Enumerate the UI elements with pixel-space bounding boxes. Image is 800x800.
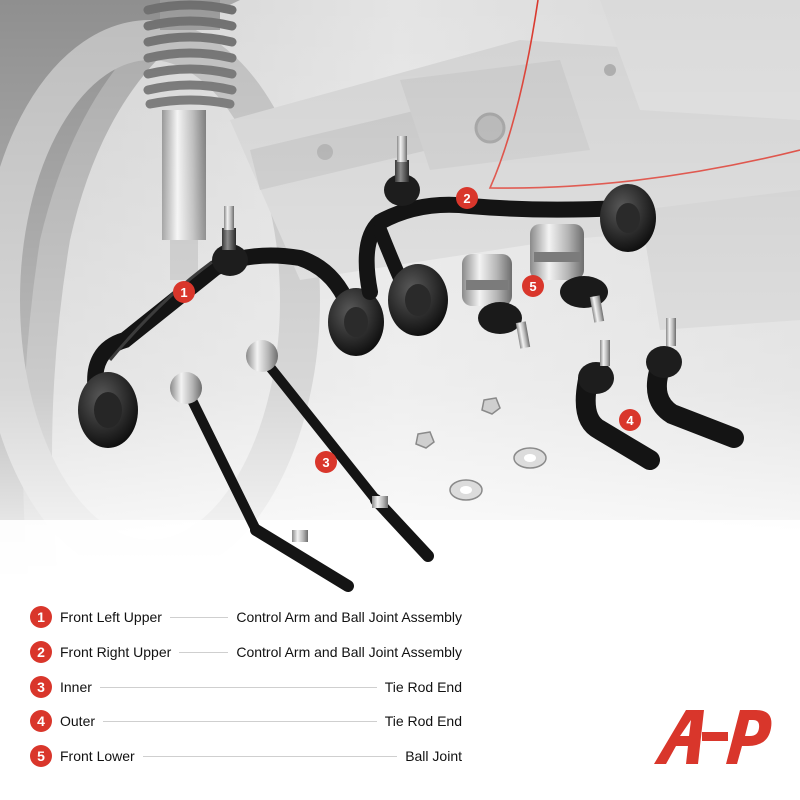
legend-badge-5: 5	[30, 745, 52, 767]
legend-row-3: 3 Inner Tie Rod End	[30, 674, 462, 700]
front-left-upper-control-arm	[78, 206, 384, 448]
legend-part-2: Front Right Upper	[60, 644, 172, 660]
legend-leader-4	[103, 720, 377, 722]
legend-row-1: 1 Front Left Upper Control Arm and Ball …	[30, 604, 462, 630]
legend-part-1: Front Left Upper	[60, 609, 162, 625]
product-scene: 1 2 3 4 5	[0, 0, 800, 600]
callout-4: 4	[619, 409, 641, 431]
front-right-upper-control-arm	[358, 136, 656, 336]
callout-2: 2	[456, 187, 478, 209]
legend-desc-5: Ball Joint	[405, 748, 462, 764]
inner-tie-rods	[170, 340, 434, 592]
callout-badges: 1 2 3 4 5	[173, 187, 641, 473]
legend-part-5: Front Lower	[60, 748, 135, 764]
legend-part-4: Outer	[60, 713, 96, 729]
callout-2-label: 2	[463, 191, 470, 206]
legend-leader-1	[169, 616, 229, 618]
outer-tie-rods	[575, 318, 744, 470]
callout-1-label: 1	[180, 285, 187, 300]
front-lower-ball-joints	[462, 224, 608, 349]
hardware-nuts-washers	[415, 397, 547, 501]
callout-5: 5	[522, 275, 544, 297]
legend-row-5: 5 Front Lower Ball Joint	[30, 743, 462, 769]
legend-badge-1: 1	[30, 606, 52, 628]
a-premium-logo-icon	[654, 710, 772, 764]
legend-desc-3: Tie Rod End	[384, 679, 462, 695]
callout-1: 1	[173, 281, 195, 303]
legend-leader-3	[99, 686, 377, 688]
callout-3: 3	[315, 451, 337, 473]
callout-3-label: 3	[322, 455, 329, 470]
callout-5-label: 5	[529, 279, 536, 294]
legend-leader-2	[179, 651, 229, 653]
legend-leader-5	[142, 755, 398, 757]
legend-badge-3: 3	[30, 676, 52, 698]
legend-badge-4: 4	[30, 710, 52, 732]
callout-4-label: 4	[626, 413, 634, 428]
legend-part-3: Inner	[60, 679, 92, 695]
legend-desc-2: Control Arm and Ball Joint Assembly	[236, 644, 462, 660]
legend-desc-4: Tie Rod End	[384, 713, 462, 729]
legend-row-2: 2 Front Right Upper Control Arm and Ball…	[30, 639, 462, 665]
legend-row-4: 4 Outer Tie Rod End	[30, 708, 462, 734]
legend-badge-2: 2	[30, 641, 52, 663]
legend-desc-1: Control Arm and Ball Joint Assembly	[236, 609, 462, 625]
